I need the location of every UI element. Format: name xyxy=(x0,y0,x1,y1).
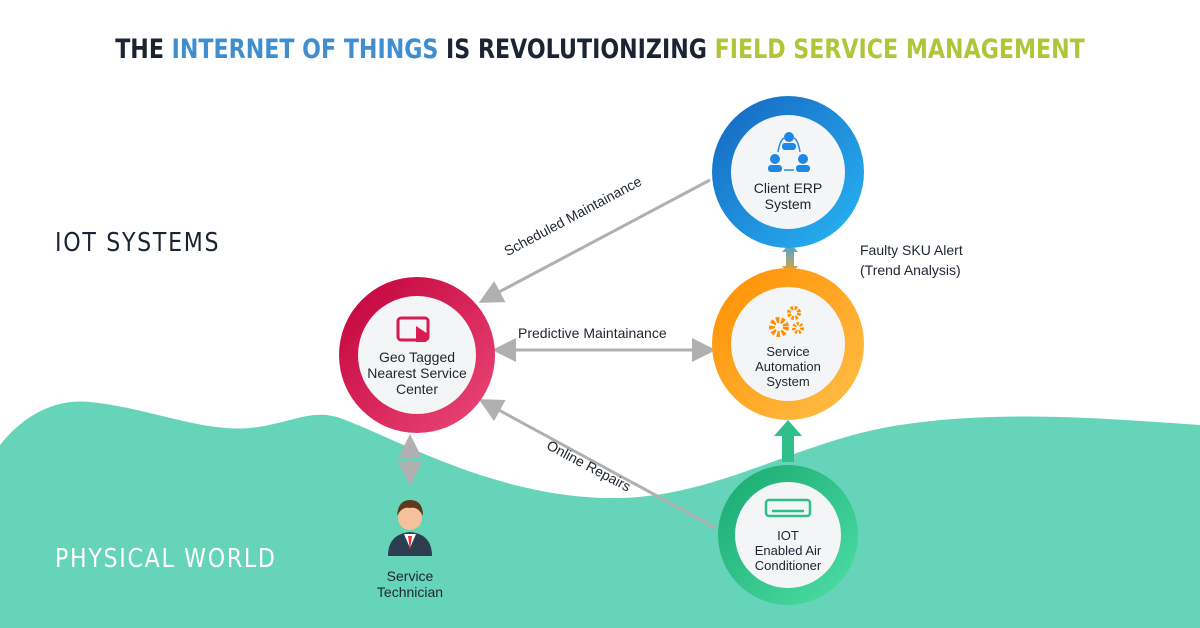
zone-label-iot-systems: IOT SYSTEMS xyxy=(55,228,221,258)
erp-node[interactable] xyxy=(712,96,864,248)
gears-icon xyxy=(769,306,804,337)
erp-automation-arrow xyxy=(782,243,798,275)
ac-node[interactable] xyxy=(718,465,858,605)
automation-node[interactable] xyxy=(712,268,864,420)
people-network-icon xyxy=(768,132,810,172)
faulty-sku-label: Faulty SKU Alert(Trend Analysis) xyxy=(860,242,963,278)
technician-avatar xyxy=(388,500,432,556)
predictive-label: Predictive Maintainance xyxy=(518,325,667,341)
zone-label-physical-world: PHYSICAL WORLD xyxy=(55,544,277,574)
geo-node[interactable] xyxy=(339,277,495,433)
tablet-touch-icon xyxy=(396,316,430,342)
online-repairs-arrow xyxy=(478,399,717,530)
page-title: THE INTERNET OF THINGS IS REVOLUTIONIZIN… xyxy=(115,34,1085,65)
ac-automation-arrow xyxy=(774,420,802,462)
air-conditioner-icon xyxy=(764,498,812,518)
physical-world-wave xyxy=(0,401,1200,628)
scheduled-arrow xyxy=(478,178,711,303)
